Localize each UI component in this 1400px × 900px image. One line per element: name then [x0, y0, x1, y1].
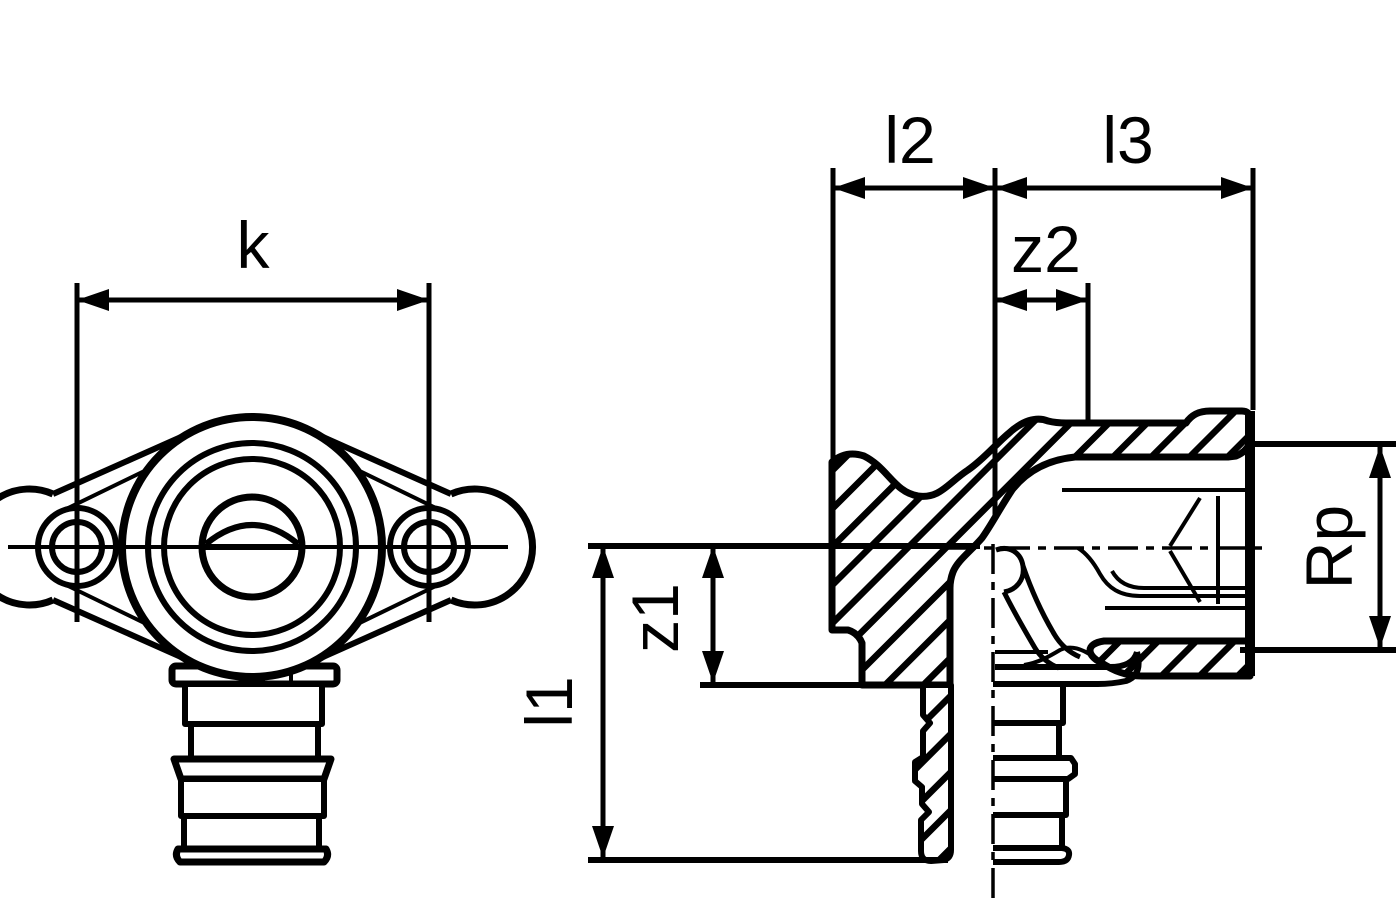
dimension-l2-label: l2 — [884, 103, 935, 177]
dimension-z1: z1 — [618, 546, 724, 683]
arrowhead-right-icon — [1221, 177, 1253, 199]
front-bore-arc — [204, 522, 300, 547]
dimension-rp: Rp — [1292, 446, 1391, 648]
arrowhead-right-icon — [1056, 289, 1088, 311]
arrowhead-up-icon — [592, 546, 614, 578]
section-pipe-exterior — [993, 645, 1142, 865]
front-centerlines — [8, 283, 508, 622]
dimension-l3: l3 — [995, 103, 1253, 199]
dimension-k: k — [77, 208, 429, 311]
section-centerlines — [946, 544, 1264, 898]
section-insert-lines — [1076, 546, 1248, 598]
arrowhead-left-icon — [995, 177, 1027, 199]
arrowhead-down-icon — [592, 826, 614, 858]
dimension-z2-label: z2 — [1011, 212, 1081, 286]
dimension-l2: l2 — [833, 103, 995, 199]
dimension-l3-label: l3 — [1102, 103, 1153, 177]
front-pipe-connector — [168, 662, 341, 866]
section-outlet-bottom-wall — [1086, 637, 1254, 680]
arrowhead-left-icon — [833, 177, 865, 199]
arrowhead-up-icon — [1369, 446, 1391, 478]
dimension-z1-label: z1 — [618, 583, 692, 653]
section-extension-lines — [588, 168, 1396, 863]
dimension-k-label: k — [237, 208, 271, 282]
section-pipe-wall — [912, 682, 954, 864]
arrowhead-down-icon — [1369, 616, 1391, 648]
dimension-l1-label: l1 — [512, 676, 586, 727]
arrowhead-left-icon — [995, 289, 1027, 311]
arrowhead-right-icon — [397, 289, 429, 311]
front-view: k — [0, 208, 536, 866]
section-view: l2 l3 z2 z1 l1 — [512, 103, 1396, 898]
arrowhead-up-icon — [702, 546, 724, 578]
dimension-z2: z2 — [995, 212, 1088, 311]
arrowhead-right-icon — [963, 177, 995, 199]
arrowhead-down-icon — [702, 651, 724, 683]
arrowhead-left-icon — [77, 289, 109, 311]
dimension-l1: l1 — [512, 546, 614, 858]
dimension-rp-label: Rp — [1292, 505, 1366, 589]
